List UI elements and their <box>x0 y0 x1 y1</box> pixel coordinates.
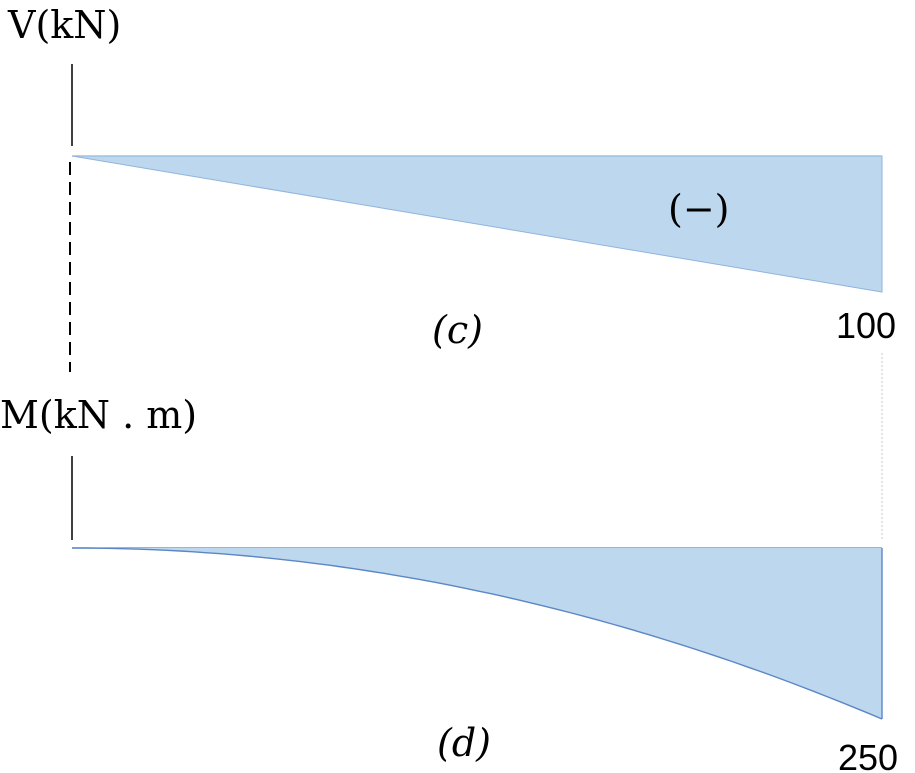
shear-sign-label: (−) <box>668 187 730 231</box>
shear-caption: (c) <box>432 308 483 352</box>
moment-diagram: M(kN . m) (d) 250 <box>0 393 898 773</box>
moment-area <box>72 548 882 719</box>
shear-end-value: 100 <box>836 305 896 346</box>
shear-area <box>71 155 883 293</box>
shear-diagram: V(kN) (−) (c) 100 <box>7 3 896 372</box>
moment-axis-label: M(kN . m) <box>0 393 197 437</box>
moment-caption: (d) <box>437 721 491 765</box>
moment-end-value: 250 <box>838 737 898 773</box>
shear-axis-label: V(kN) <box>7 3 121 47</box>
moment-curve <box>72 547 883 720</box>
